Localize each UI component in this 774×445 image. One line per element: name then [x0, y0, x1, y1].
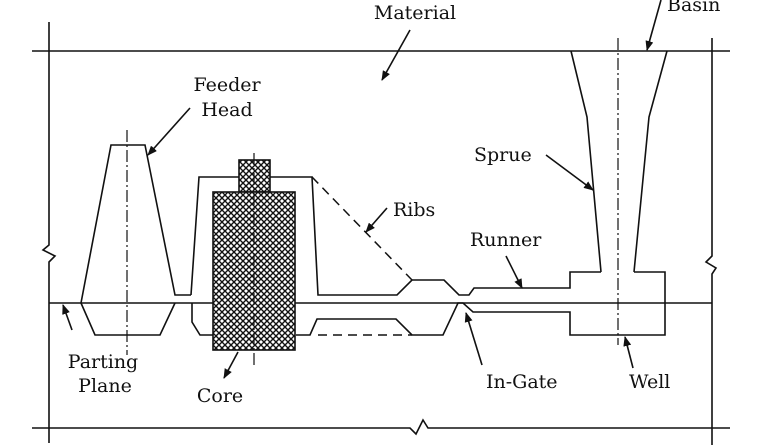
label-parting: Parting — [68, 351, 138, 373]
label-plane: Plane — [78, 375, 132, 397]
label-head: Head — [201, 99, 252, 121]
sprue — [570, 38, 668, 345]
well-arrow — [623, 336, 634, 369]
label-core: Core — [197, 385, 243, 407]
label-runner: Runner — [470, 229, 542, 251]
leader-arrows — [62, 0, 662, 379]
casting-cavity — [190, 176, 666, 336]
label-material: Material — [374, 2, 456, 24]
bottom-line — [32, 418, 730, 436]
label-feeder: Feeder — [193, 74, 261, 96]
runner-arrow — [505, 255, 523, 289]
ribs-arrow — [365, 207, 388, 233]
label-ribs: Ribs — [393, 199, 435, 221]
label-sprue: Sprue — [474, 144, 532, 166]
feeder-head-arrow — [147, 107, 191, 156]
rib-dashed-line — [311, 176, 413, 281]
basin-arrow — [645, 0, 662, 51]
labels: Material Basin Feeder Head Ribs Sprue Ru… — [68, 0, 721, 407]
material-arrow — [381, 29, 411, 81]
label-basin: Basin — [667, 0, 720, 16]
core — [212, 153, 296, 365]
left-wall — [41, 22, 57, 443]
parting-plane-arrow — [62, 304, 73, 331]
core-arrow — [223, 351, 239, 379]
flask-frame — [32, 22, 730, 445]
in-gate-arrow — [464, 312, 483, 366]
sprue-arrow — [545, 154, 594, 191]
right-wall — [704, 38, 718, 445]
feeder-head — [80, 130, 191, 355]
label-in-gate: In-Gate — [486, 371, 558, 393]
label-well: Well — [629, 371, 670, 393]
